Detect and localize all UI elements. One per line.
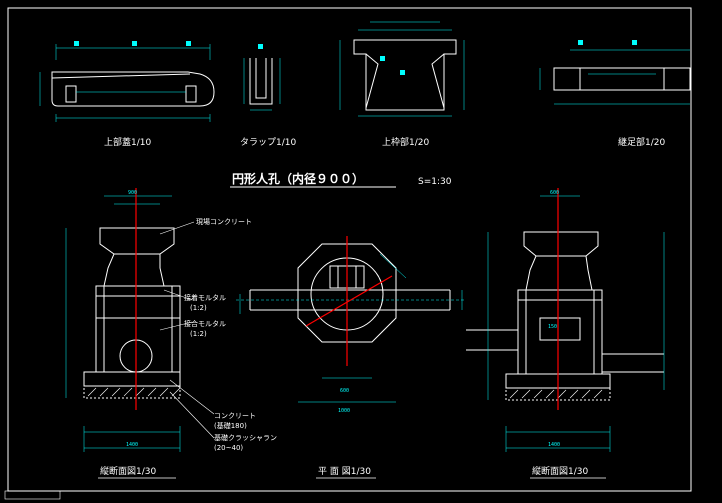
drawing-border <box>7 7 692 492</box>
main-scale: S=1:30 <box>418 177 452 187</box>
front-base-hatch <box>87 387 181 397</box>
note-crusher-spec: (20~40) <box>214 444 243 452</box>
upper-frame-part-drawing <box>339 21 465 117</box>
plan-center-line-d <box>305 275 393 327</box>
upper-frame-label: 上枠部1/20 <box>382 136 429 148</box>
front-dim-top: 900 <box>128 190 137 196</box>
plan-view-drawing <box>236 243 466 403</box>
note-concrete-spec: (基礎180) <box>214 421 247 430</box>
side-dim-top: 600 <box>550 190 559 196</box>
side-base-hatch <box>509 389 603 399</box>
front-dim-bottom: 1400 <box>126 442 138 448</box>
plan-dim-outer: 1000 <box>338 408 350 414</box>
top-cover-part-drawing <box>39 41 215 122</box>
side-section-drawing <box>466 195 665 452</box>
front-section-label: 縦断面図1/30 <box>100 465 156 477</box>
plan-dim-inner: 600 <box>340 388 349 394</box>
note-crusher: 基礎クラッシャラン <box>214 433 277 442</box>
note-concrete: コンクリート <box>214 412 256 420</box>
joint-label: 継足部1/20 <box>618 136 665 148</box>
note-mortar-1-ratio: (1:2) <box>190 304 207 312</box>
note-mortar-2-ratio: (1:2) <box>190 330 207 338</box>
layout-tab-strip <box>4 490 61 500</box>
top-cover-label: 上部蓋1/10 <box>104 136 151 148</box>
note-mortar-2: 接合モルタル <box>184 319 226 328</box>
note-mortar-1: 接着モルタル <box>184 293 226 302</box>
side-section-label: 縦断面図1/30 <box>532 465 588 477</box>
trap-label: タラップ1/10 <box>240 137 296 148</box>
main-title: 円形人孔（内径９００） <box>232 171 364 186</box>
note-concrete-top: 現場コンクリート <box>196 217 252 226</box>
trap-part-drawing <box>243 44 281 111</box>
side-dim-bottom: 1400 <box>548 442 560 448</box>
joint-part-drawing <box>539 40 691 105</box>
plan-view-label: 平 面 図1/30 <box>318 466 371 477</box>
side-dim-inner: 150 <box>548 324 557 330</box>
front-section-drawing <box>65 195 215 452</box>
